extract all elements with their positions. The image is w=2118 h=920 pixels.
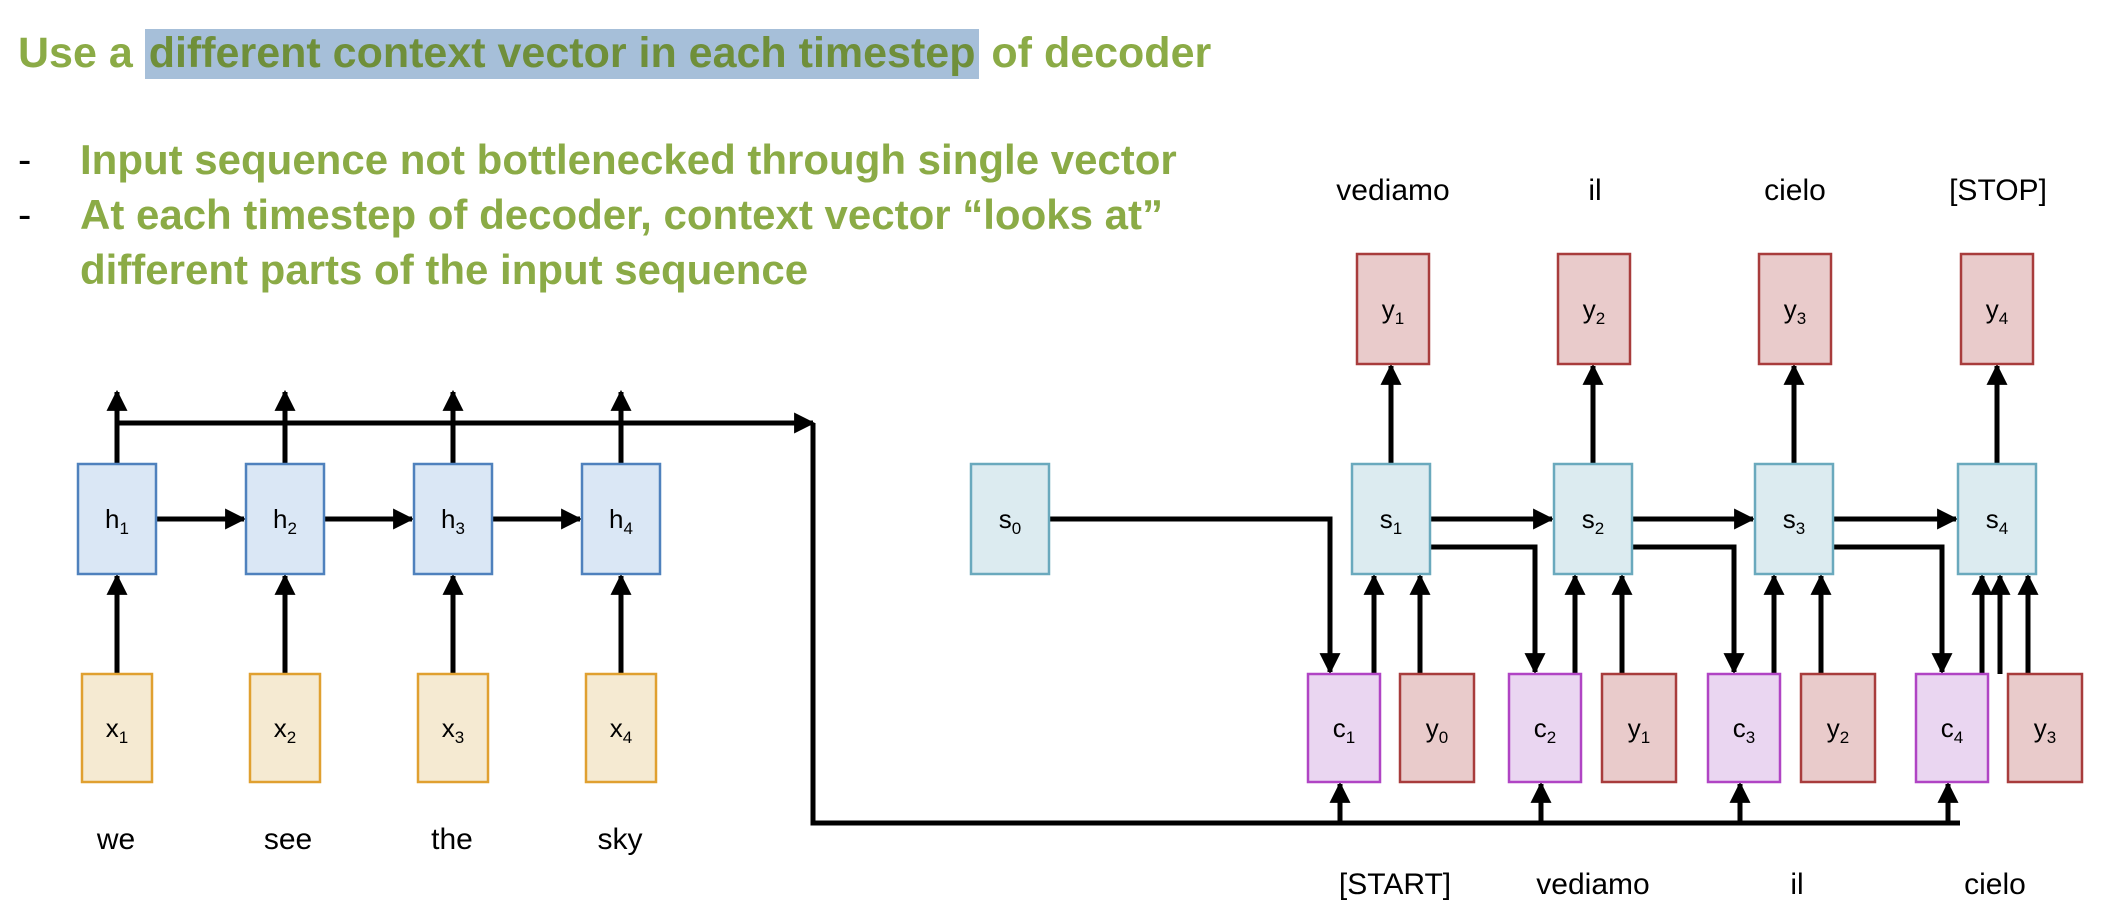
input-x2-box-label: x2 bbox=[274, 713, 296, 747]
boxes: h1 h2 h3 h4 x1 x2 x3 x4 s0 s1 s2 s3 s4 y1 y2 y3 y4 c1 c2 c3… bbox=[76, 252, 2084, 784]
context-c2-box: c2 bbox=[1507, 672, 1583, 784]
context-c4-box-label: c4 bbox=[1941, 713, 1963, 747]
output-y2-box: y2 bbox=[1556, 252, 1632, 366]
output-y4-box-label: y4 bbox=[1986, 294, 2008, 328]
hidden-h4-box-label: h4 bbox=[609, 504, 633, 538]
prev-output-box-2: y1 bbox=[1600, 672, 1678, 784]
encoder-word-3: the bbox=[431, 823, 473, 856]
arrows bbox=[106, 363, 2039, 826]
prev-output-box-2-label: y1 bbox=[1628, 713, 1650, 747]
context-c4-box: c4 bbox=[1914, 672, 1990, 784]
s3-to-c4-arrow bbox=[1833, 544, 1953, 675]
state-s2-box: s2 bbox=[1552, 462, 1634, 576]
state-s1-box-label: s1 bbox=[1380, 504, 1402, 538]
prev-output-box-4-label: y3 bbox=[2034, 713, 2056, 747]
output-y1-box-label: y1 bbox=[1382, 294, 1404, 328]
prev-output-box-1-label: y0 bbox=[1426, 713, 1448, 747]
hidden-h1-box-label: h1 bbox=[105, 504, 129, 538]
decoder-input-word-1: [START] bbox=[1339, 868, 1451, 901]
word-labels: we see the sky vediamo il cielo [STOP] [START] ve… bbox=[96, 174, 2047, 901]
bullet-2: At each timestep of decoder, context vec… bbox=[80, 191, 1163, 238]
input-x1-box: x1 bbox=[80, 672, 154, 784]
state-s3-box-label: s3 bbox=[1783, 504, 1805, 538]
decoder-input-word-2: vediamo bbox=[1536, 868, 1649, 901]
output-word-3: cielo bbox=[1764, 174, 1826, 207]
decoder-input-word-4: cielo bbox=[1964, 868, 2026, 901]
title-highlight: different context vector in each timeste… bbox=[144, 29, 980, 79]
encoder-word-4: sky bbox=[598, 823, 643, 856]
prev-output-box-4: y3 bbox=[2006, 672, 2084, 784]
state-s3-box: s3 bbox=[1753, 462, 1835, 576]
input-x3-box: x3 bbox=[416, 672, 490, 784]
output-y4-box: y4 bbox=[1959, 252, 2035, 366]
context-c1-box: c1 bbox=[1306, 672, 1382, 784]
output-y2-box-label: y2 bbox=[1583, 294, 1605, 328]
hidden-h3-box-label: h3 bbox=[441, 504, 465, 538]
s1-to-c2-arrow bbox=[1430, 544, 1546, 675]
context-c3-box: c3 bbox=[1706, 672, 1782, 784]
output-word-4: [STOP] bbox=[1949, 174, 2047, 207]
output-y3-box: y3 bbox=[1757, 252, 1833, 366]
output-word-1: vediamo bbox=[1336, 174, 1449, 207]
state-s0-box: s0 bbox=[969, 462, 1051, 576]
context-c3-box-label: c3 bbox=[1733, 713, 1755, 747]
bullet-2-continued: different parts of the input sequence bbox=[80, 246, 809, 293]
hidden-h2-box: h2 bbox=[244, 462, 326, 576]
prev-output-box-1: y0 bbox=[1398, 672, 1476, 784]
output-word-2: il bbox=[1588, 174, 1601, 207]
title-prefix: Use a bbox=[18, 29, 145, 77]
context-c2-box-label: c2 bbox=[1534, 713, 1556, 747]
bullet-marker-1: - bbox=[18, 138, 32, 182]
state-s4-box-label: s4 bbox=[1986, 504, 2008, 538]
output-y1-box: y1 bbox=[1355, 252, 1431, 366]
bullet-1: Input sequence not bottlenecked through … bbox=[80, 136, 1177, 183]
state-s4-box: s4 bbox=[1956, 462, 2038, 576]
output-y3-box-label: y3 bbox=[1784, 294, 1806, 328]
s2-to-c3-arrow bbox=[1632, 544, 1745, 675]
hidden-h2-box-label: h2 bbox=[273, 504, 297, 538]
decoder-input-word-3: il bbox=[1790, 868, 1803, 901]
bullet-marker-2: - bbox=[18, 193, 32, 237]
hidden-h1-box: h1 bbox=[76, 462, 158, 576]
input-x1-box-label: x1 bbox=[106, 713, 128, 747]
state-s2-box-label: s2 bbox=[1582, 504, 1604, 538]
prev-output-box-3: y2 bbox=[1799, 672, 1877, 784]
input-x4-box-label: x4 bbox=[610, 713, 632, 747]
state-s1-box: s1 bbox=[1350, 462, 1432, 576]
encoder-to-context-line bbox=[810, 423, 1960, 826]
encoder-word-2: see bbox=[264, 823, 312, 856]
slide-title: Use a different context vector in each t… bbox=[18, 24, 1211, 82]
s0-to-c1-arrow bbox=[1049, 516, 1341, 675]
hidden-h4-box: h4 bbox=[580, 462, 662, 576]
input-x3-box-label: x3 bbox=[442, 713, 464, 747]
input-x4-box: x4 bbox=[584, 672, 658, 784]
input-x2-box: x2 bbox=[248, 672, 322, 784]
context-c1-box-label: c1 bbox=[1333, 713, 1355, 747]
title-suffix: of decoder bbox=[979, 29, 1212, 77]
encoder-word-1: we bbox=[96, 823, 135, 856]
prev-output-box-3-label: y2 bbox=[1827, 713, 1849, 747]
hidden-h3-box: h3 bbox=[412, 462, 494, 576]
state-s0-box-label: s0 bbox=[999, 504, 1021, 538]
